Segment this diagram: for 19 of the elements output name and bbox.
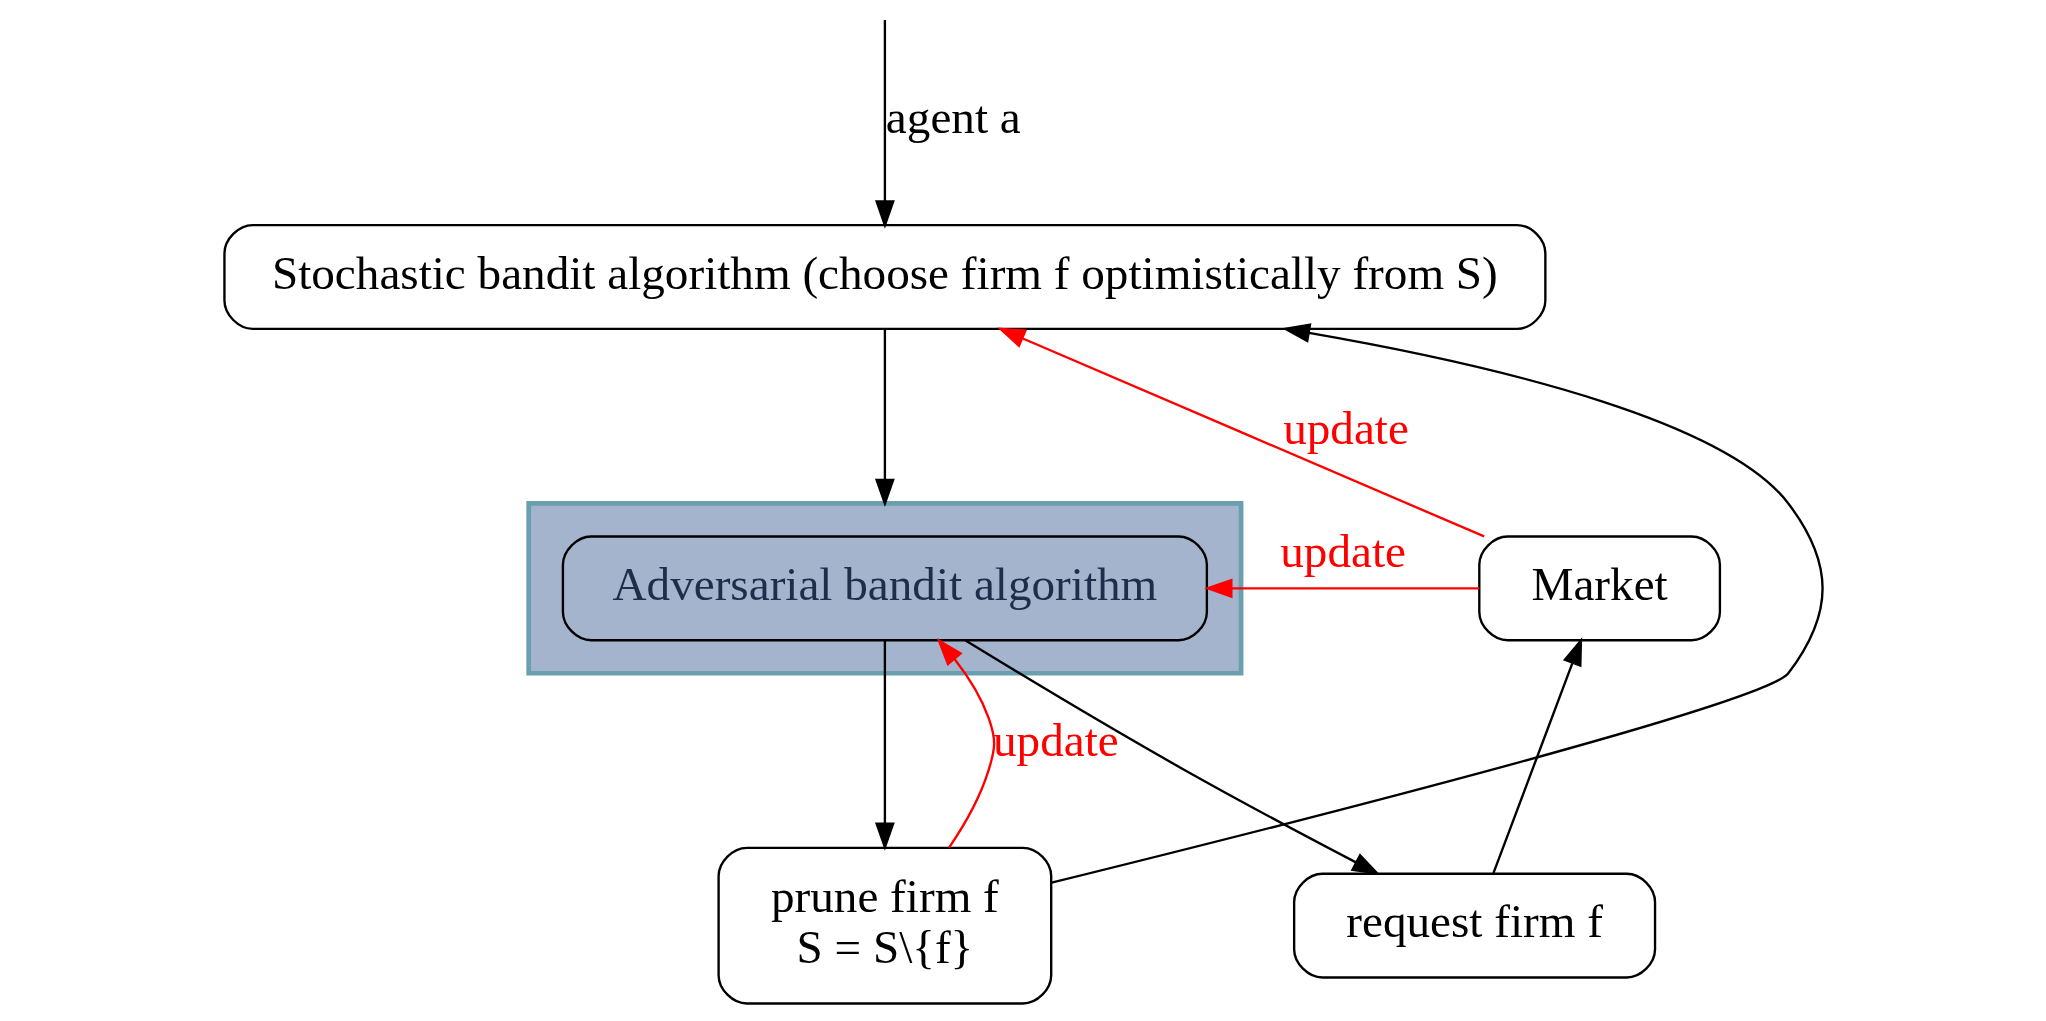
arrow xyxy=(874,329,895,507)
arrow xyxy=(874,20,895,229)
arrow xyxy=(936,638,995,849)
node-box: request firm f xyxy=(1292,872,1656,979)
arrow xyxy=(964,639,1380,876)
node-box: Stochastic bandit algorithm (choose firm f optimistically from S) xyxy=(222,223,1547,331)
arrow xyxy=(1050,323,1823,884)
node-box: Market xyxy=(1477,535,1721,642)
edge-label: update xyxy=(992,713,1119,766)
arrow xyxy=(1491,637,1582,874)
edge-label: update xyxy=(1279,525,1406,578)
node-box: Adversarial bandit algorithm xyxy=(561,535,1208,642)
edge-label: agent a xyxy=(885,91,1021,144)
arrow xyxy=(996,327,1485,538)
node-box: prune firm f S = S\{f} xyxy=(716,846,1052,1005)
arrow xyxy=(1203,578,1479,599)
arrow xyxy=(874,640,895,851)
cluster xyxy=(525,501,1243,676)
edge-label: update xyxy=(1282,402,1409,455)
